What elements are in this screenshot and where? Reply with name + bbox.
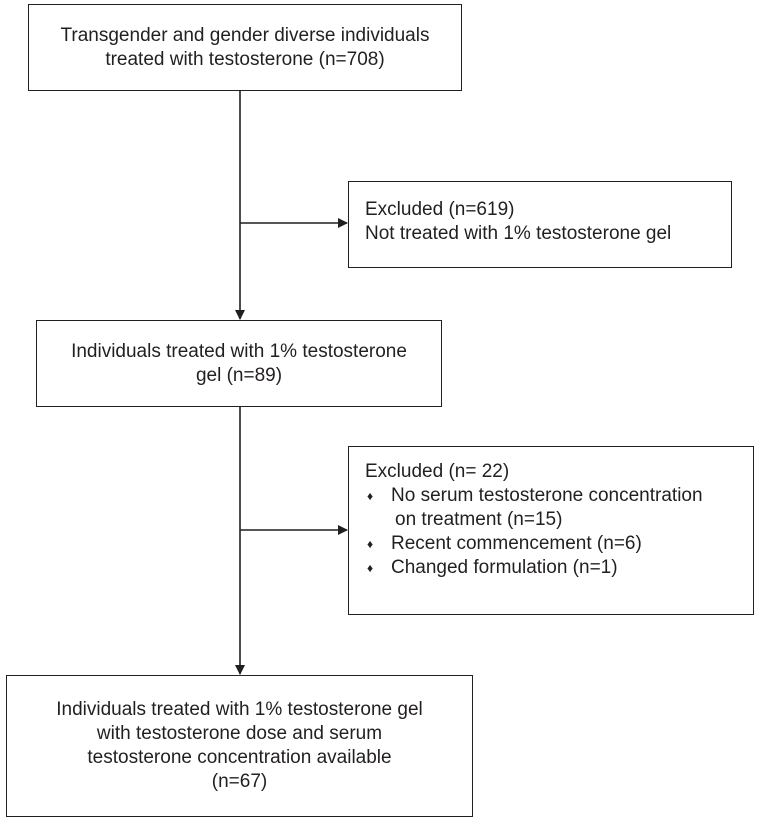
final-box-line-1: Individuals treated with 1% testosterone… [56, 699, 423, 720]
excluded-1-heading: Excluded (n=619) [365, 199, 515, 220]
excluded-2-reason-formulation: ♦ Changed formulation (n=1) [365, 556, 753, 580]
diamond-bullet-icon: ♦ [367, 561, 374, 575]
final-box-line-2: with testosterone dose and serum [96, 723, 383, 744]
excluded-2-reason-no-serum: ♦ No serum testosterone concentration on… [365, 484, 753, 532]
diamond-bullet-icon: ♦ [367, 489, 374, 503]
reason-text-line-1: Recent commencement (n=6) [391, 533, 642, 554]
middle-box-line-1: Individuals treated with 1% testosterone [71, 340, 407, 362]
reason-text-line-1: Changed formulation (n=1) [391, 557, 618, 578]
reason-text-line-2: on treatment (n=15) [395, 509, 563, 530]
start-box-line-1: Transgender and gender diverse individua… [60, 24, 430, 46]
excluded-box-1: Excluded (n=619) Not treated with 1% tes… [348, 181, 732, 268]
excluded-box-2: Excluded (n= 22) ♦ No serum testosterone… [348, 446, 754, 615]
excluded-2-reason-recent: ♦ Recent commencement (n=6) [365, 532, 753, 556]
reason-text-line-1: No serum testosterone concentration [391, 485, 703, 506]
middle-box-line-2: gel (n=89) [195, 364, 283, 386]
final-box-line-4: (n=67) [211, 771, 268, 792]
start-box: Transgender and gender diverse individua… [28, 4, 462, 91]
middle-box: Individuals treated with 1% testosterone… [36, 320, 442, 407]
excluded-2-heading: Excluded (n= 22) [365, 461, 510, 482]
start-box-line-2: treated with testosterone (n=708) [105, 48, 385, 70]
final-box: Individuals treated with 1% testosterone… [6, 675, 473, 817]
excluded-1-reason: Not treated with 1% testosterone gel [365, 223, 672, 244]
diamond-bullet-icon: ♦ [367, 537, 374, 551]
final-box-line-3: testosterone concentration available [87, 747, 392, 768]
excluded-2-reasons-list: ♦ No serum testosterone concentration on… [365, 484, 753, 580]
